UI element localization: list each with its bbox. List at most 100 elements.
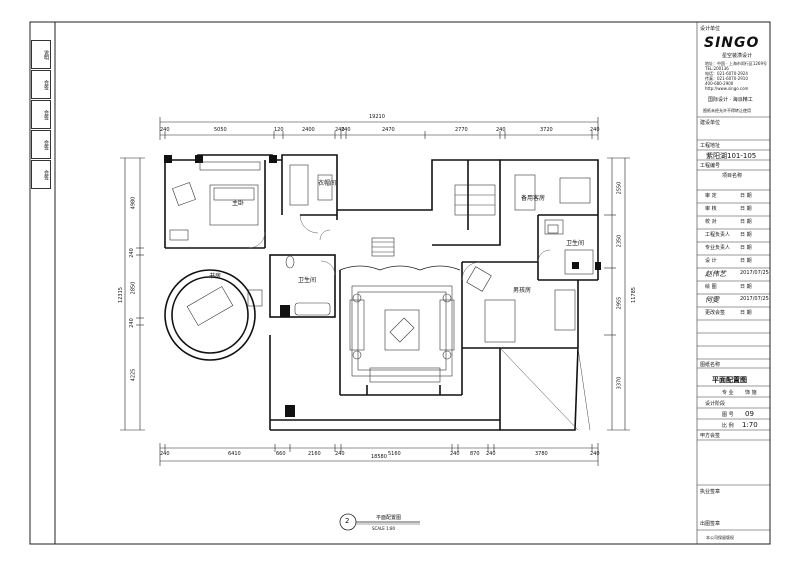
address-line: TEL:200136 bbox=[705, 66, 729, 71]
tb-scale-label: 比 例 bbox=[722, 423, 734, 429]
dim-top-total: 19210 bbox=[369, 114, 385, 120]
outer-border bbox=[29, 21, 771, 545]
dimension-text: 240 bbox=[590, 451, 600, 457]
tb-row-date: 日 期 bbox=[740, 219, 752, 225]
tb-row-label: 审 定 bbox=[705, 193, 717, 199]
side-label-1: 说明 bbox=[31, 40, 51, 69]
dimension-text: 5050 bbox=[214, 127, 227, 133]
tb-row-date: 2017/07/25 bbox=[740, 270, 769, 276]
tb-row-date: 日 期 bbox=[740, 258, 752, 264]
tb-specialty-label: 专 业 bbox=[722, 390, 734, 396]
dimension-text: 2850 bbox=[130, 281, 137, 295]
side-label-2: 会签 bbox=[31, 70, 51, 99]
tb-number: 09 bbox=[745, 410, 754, 418]
address-block: 地址：中国 · 上海市闵行区1269号 TEL:200136 电话：021-60… bbox=[705, 61, 767, 91]
dimension-text: 240 bbox=[450, 451, 460, 457]
dimension-text: 2350 bbox=[616, 234, 623, 248]
title-block-lines bbox=[696, 22, 770, 544]
tb-row-label: 专业负责人 bbox=[705, 245, 731, 251]
tb-project-address-label: 工程地址 bbox=[700, 143, 721, 149]
room-label-master-bedroom: 主卧 bbox=[232, 200, 245, 207]
dimension-text: 2470 bbox=[382, 127, 395, 133]
dim-bottom-total: 18580 bbox=[371, 454, 387, 460]
dimension-text: 240 bbox=[160, 127, 170, 133]
tb-client: 建设单位 bbox=[700, 120, 721, 126]
columns bbox=[164, 155, 601, 417]
room-label-bath-left: 卫生间 bbox=[298, 277, 317, 284]
dimension-text: 240 bbox=[128, 248, 135, 258]
tb-row-label: 校 对 bbox=[705, 219, 717, 225]
tb-signature: 赵伟艺 bbox=[705, 270, 726, 278]
tb-row-label: 更改会签 bbox=[705, 310, 726, 316]
living-rug bbox=[351, 285, 453, 377]
address-line: http://www.singo.com bbox=[705, 86, 749, 91]
tb-footer: 本公司保留版权 bbox=[706, 535, 734, 540]
tb-drawing-name-label: 图纸名称 bbox=[700, 362, 721, 368]
tb-project-address: 紫阳湖101-105 bbox=[706, 152, 757, 160]
dimension-text: 120 bbox=[274, 127, 284, 133]
tb-row-date: 2017/07/25 bbox=[740, 296, 769, 302]
boys-bed bbox=[484, 299, 516, 343]
dimension-text: 2400 bbox=[302, 127, 315, 133]
tb-party-a: 甲方会签 bbox=[700, 433, 721, 439]
dimension-text: 240 bbox=[486, 451, 496, 457]
dimension-text: 240 bbox=[335, 451, 345, 457]
study-desk bbox=[186, 286, 234, 326]
slogan: 国际设计 · 海派精工 bbox=[708, 97, 753, 103]
dimension-text: 2550 bbox=[616, 181, 623, 195]
tb-row-date: 日 期 bbox=[740, 310, 752, 316]
tb-drawing-seal: 出图签章 bbox=[700, 521, 721, 527]
dimension-text: 2955 bbox=[616, 296, 623, 310]
dimension-text: 5160 bbox=[388, 451, 401, 457]
tb-row-label: 工程负责人 bbox=[705, 232, 731, 238]
dimension-right bbox=[604, 157, 630, 431]
tb-row-label: 绘 图 bbox=[705, 284, 717, 290]
dimension-text: 240 bbox=[128, 318, 135, 328]
dimension-text: 4225 bbox=[130, 368, 137, 382]
tb-practice-seal: 执业签章 bbox=[700, 489, 721, 495]
inner-border bbox=[54, 21, 771, 545]
tb-number-label: 图 号 bbox=[722, 412, 734, 418]
dimension-text: 3780 bbox=[535, 451, 548, 457]
tb-design-unit: 设计单位 bbox=[700, 26, 721, 32]
drawing-number: 2 bbox=[345, 517, 350, 525]
side-label-5: 会签 bbox=[31, 160, 51, 189]
dimension-text: 660 bbox=[276, 451, 286, 457]
curtain bbox=[339, 265, 461, 271]
dimension-text: 6410 bbox=[228, 451, 241, 457]
slope-line bbox=[499, 347, 579, 431]
dimension-text: 2770 bbox=[455, 127, 468, 133]
company-note: 图纸未经允许不得转让使用 bbox=[703, 108, 751, 113]
address-line: 传真：021-6070-2910 bbox=[705, 76, 748, 81]
dimension-text: 3370 bbox=[616, 376, 623, 390]
tb-row-date: 日 期 bbox=[740, 232, 752, 238]
side-label-3: 会签 bbox=[31, 100, 51, 129]
address-line: 电话：021-6070-2924 bbox=[705, 71, 748, 76]
dimension-text: 2160 bbox=[308, 451, 321, 457]
tb-drawing-name: 平面配置图 bbox=[712, 376, 747, 384]
tb-signature: 何雯 bbox=[705, 296, 719, 304]
dimension-text: 3720 bbox=[540, 127, 553, 133]
side-label-4: 会签 bbox=[31, 130, 51, 159]
address-line: 400-680-2900 bbox=[705, 81, 734, 86]
drawing-title: 平面配置图 bbox=[376, 515, 402, 521]
company-logo: SINGO bbox=[704, 35, 760, 51]
tb-row-date: 日 期 bbox=[740, 193, 752, 199]
tb-project-no: 工程编号 bbox=[700, 163, 721, 169]
furniture bbox=[169, 161, 594, 383]
doors bbox=[248, 214, 551, 281]
dimension-text: 240 bbox=[335, 127, 345, 133]
tb-phase: 设计阶段 bbox=[705, 401, 726, 407]
tb-row-label: 设 计 bbox=[705, 258, 717, 264]
room-label-closet: 衣帽间 bbox=[318, 180, 337, 187]
logo-sub: 星空装潢设计 bbox=[722, 53, 753, 59]
address-line: 地址：中国 · 上海市闵行区1269号 bbox=[705, 61, 767, 66]
dimension-bottom bbox=[159, 443, 599, 466]
dimension-top bbox=[159, 117, 599, 140]
tb-specialty: 饰 施 bbox=[745, 390, 757, 396]
dim-left-total: 12315 bbox=[117, 287, 124, 303]
bathtub bbox=[294, 302, 331, 316]
dimension-left bbox=[120, 157, 145, 431]
dimension-text: 240 bbox=[496, 127, 506, 133]
